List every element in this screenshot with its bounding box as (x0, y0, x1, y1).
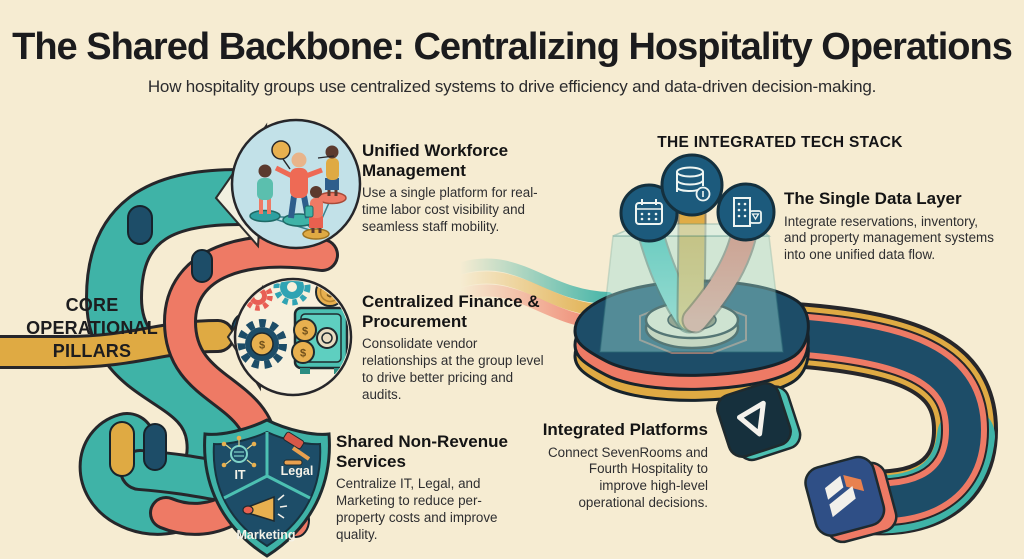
shield-label-legal: Legal (281, 464, 314, 478)
shield-label-marketing: Marketing (236, 528, 295, 542)
property-building-icon (716, 182, 776, 242)
it-network-icon (221, 435, 257, 468)
fourth-logo-icon (824, 474, 865, 518)
right-ribbon-loop (747, 301, 999, 536)
reservations-calendar-icon (619, 183, 679, 243)
fourth-hospitality-tile (804, 455, 898, 544)
pillar-workforce-heading: Unified Workforce Management (362, 141, 509, 180)
pillar-workforce-body: Use a single platform for real-time labo… (362, 185, 538, 234)
page-title: The Shared Backbone: Centralizing Hospit… (12, 26, 1013, 68)
left-ribbon-illustration (0, 168, 339, 538)
data-streams (638, 199, 757, 334)
legal-gavel-icon (283, 431, 311, 466)
single-data-layer-heading: The Single Data Layer (784, 189, 962, 208)
data-platform (573, 279, 810, 402)
marketing-megaphone-icon (242, 494, 288, 523)
pillar-finance-heading: Centralized Finance & Procurement (362, 292, 540, 331)
pillar-workforce-callout: Unified Workforce Management Use a singl… (362, 141, 542, 236)
pillar-finance-body: Consolidate vendor relationships at the … (362, 336, 544, 402)
coin-dollar: $ (302, 326, 308, 338)
sevenrooms-tile (716, 382, 802, 462)
workforce-network-illustration (230, 118, 362, 250)
coin-dollar: $ (259, 340, 265, 352)
integrated-platforms-heading: Integrated Platforms (542, 420, 708, 439)
page-subtitle: How hospitality groups use centralized s… (147, 77, 877, 96)
pillar-shared-services-body: Centralize IT, Legal, and Marketing to r… (336, 476, 498, 542)
shield-label-it: IT (234, 468, 245, 482)
core-operational-pillars-label: CORE OPERATIONAL PILLARS (26, 295, 158, 362)
single-data-layer-callout: The Single Data Layer Integrate reservat… (784, 189, 996, 264)
pillar-shared-services-heading: Shared Non-Revenue Services (336, 432, 508, 471)
shared-services-shield: IT Legal Marketing (203, 418, 331, 558)
integrated-platforms-callout: Integrated Platforms Connect SevenRooms … (538, 420, 708, 512)
tech-stack-heading: THE INTEGRATED TECH STACK (657, 134, 903, 151)
inventory-database-icon (660, 153, 724, 217)
glass-data-layer-cube (599, 223, 784, 353)
sevenrooms-logo-icon (736, 400, 766, 437)
pillar-finance-callout: Centralized Finance & Procurement Consol… (362, 292, 554, 404)
integrated-platforms-body: Connect SevenRooms and Fourth Hospitalit… (547, 444, 708, 511)
finance-safe-illustration: $ $ $ $ (233, 277, 353, 397)
single-data-layer-body: Integrate reservations, inventory, and p… (784, 213, 994, 263)
pillar-shared-services-callout: Shared Non-Revenue Services Centralize I… (336, 432, 512, 544)
coin-dollar: $ (300, 348, 306, 360)
